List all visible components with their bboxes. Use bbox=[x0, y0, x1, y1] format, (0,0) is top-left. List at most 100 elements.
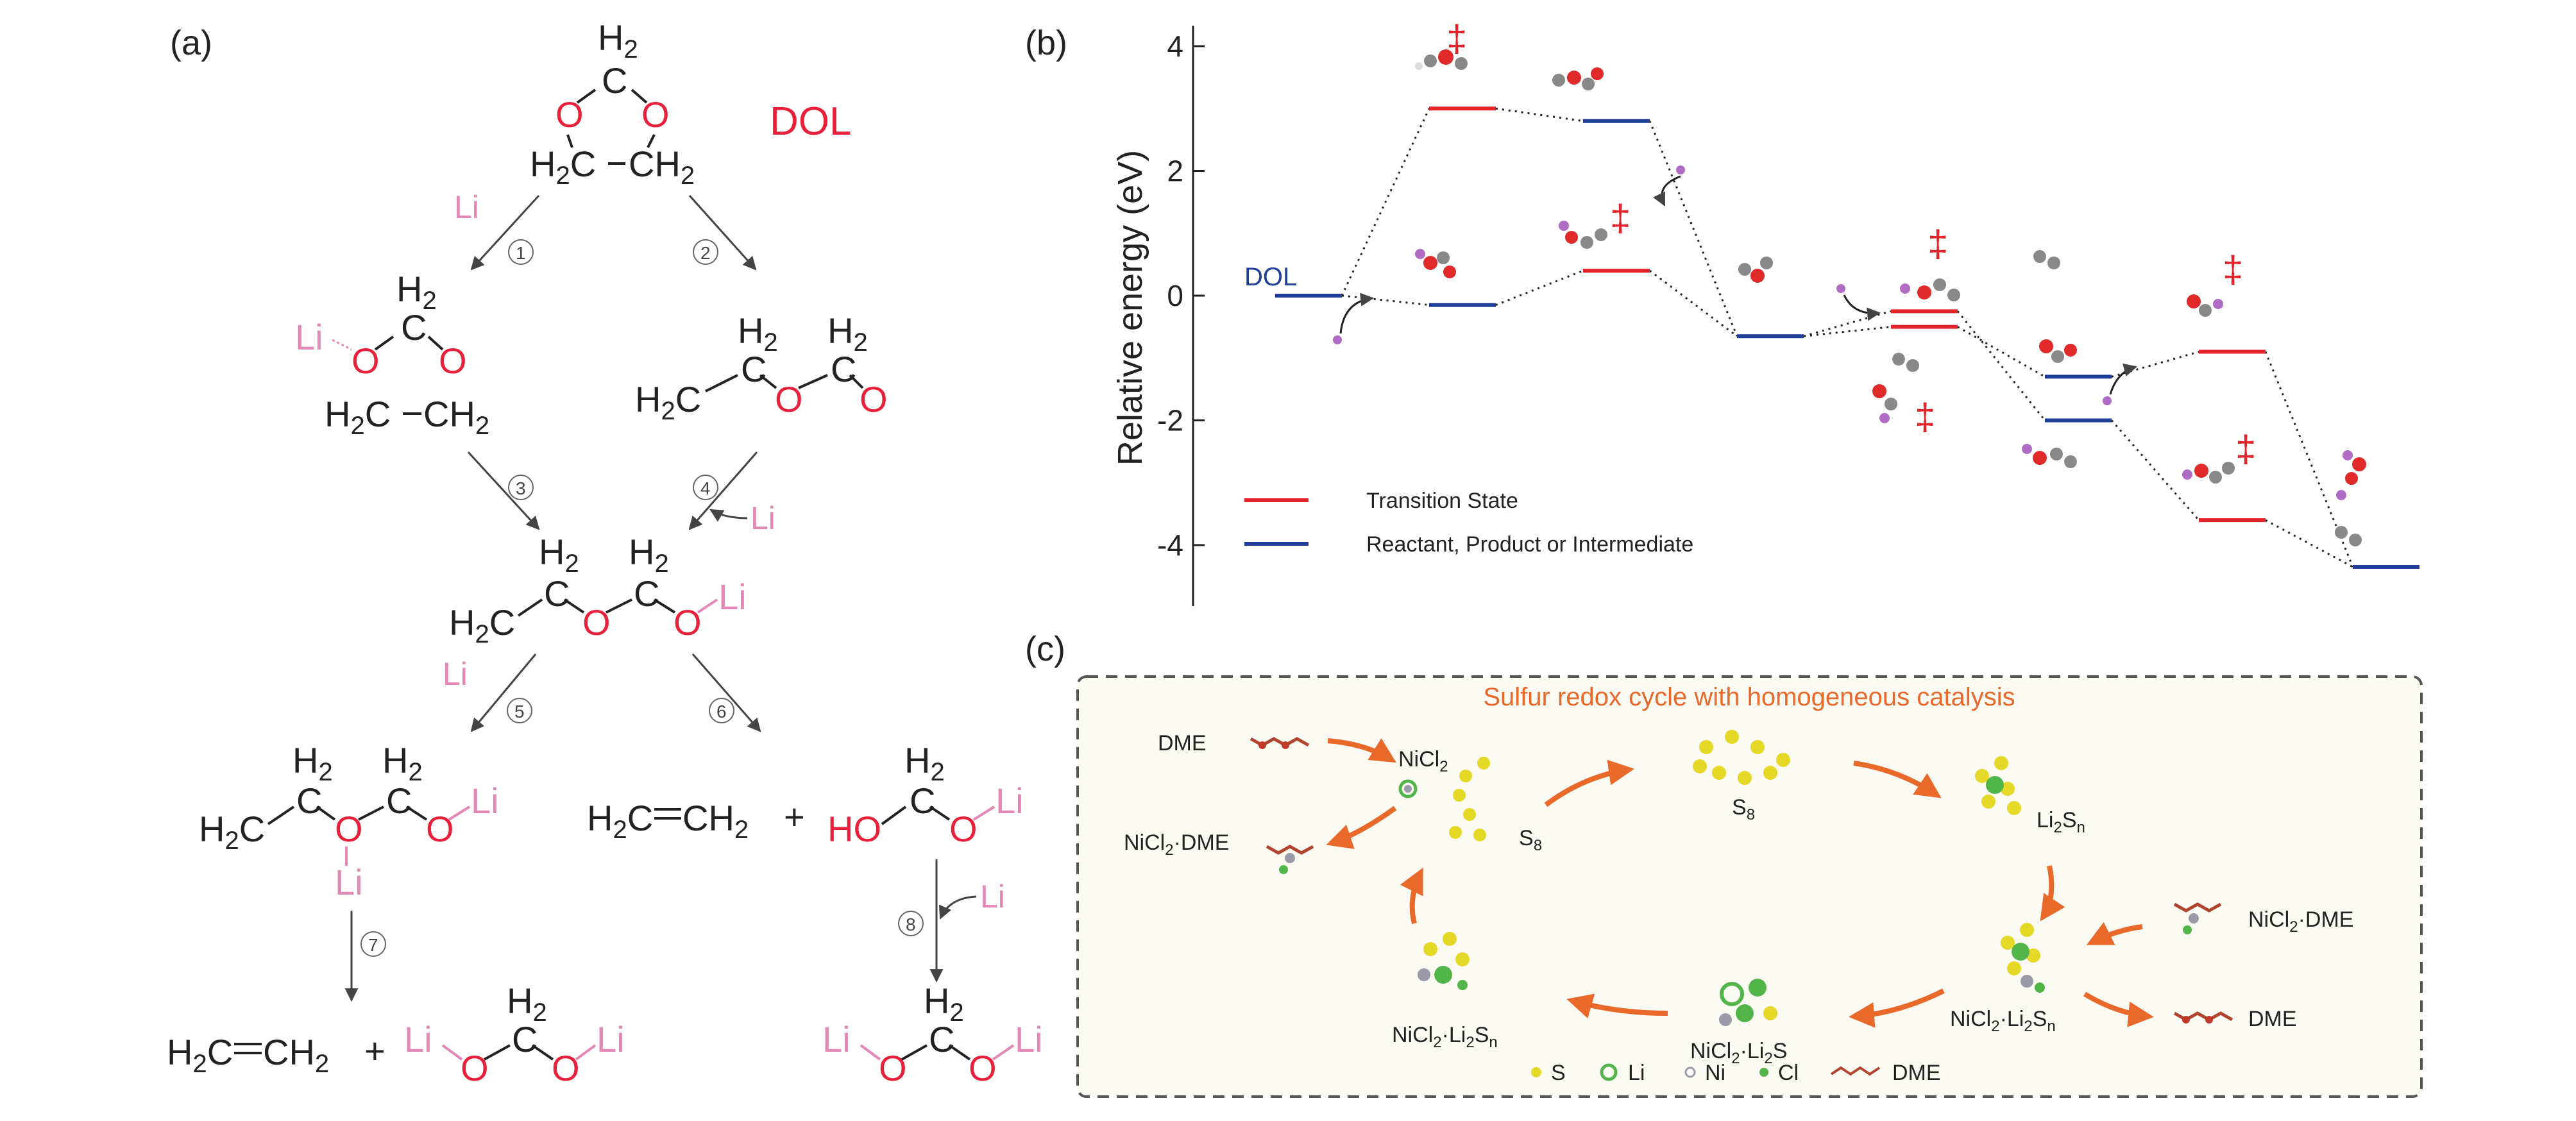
svg-text:C: C bbox=[401, 307, 427, 348]
label-nicl2: NiCl2 bbox=[1398, 747, 1448, 775]
svg-text:O: O bbox=[775, 379, 803, 419]
y-axis-label: Relative energy (eV) bbox=[1111, 150, 1149, 466]
panel-b-energy-profile: (b) Relative energy (eV) 420-2-4 DOL bbox=[1025, 18, 2419, 606]
svg-text:Li: Li bbox=[996, 780, 1024, 821]
transition-state-daggers: ‡ ‡ ‡ ‡ ‡ ‡ bbox=[1446, 18, 2256, 470]
svg-text:Li: Li bbox=[404, 1019, 432, 1059]
dagger-1: ‡ bbox=[1446, 18, 1467, 60]
dol-label: DOL bbox=[770, 99, 851, 144]
panel-c-sulfur-cycle: (c) Sulfur redox cycle with homogeneous … bbox=[1025, 630, 2423, 1098]
legend-ni: Ni bbox=[1705, 1061, 1725, 1085]
cycle-arrows bbox=[1326, 738, 2154, 1028]
svg-text:H2: H2 bbox=[539, 532, 579, 578]
level-connector bbox=[1341, 108, 1430, 296]
legend-cl: Cl bbox=[1778, 1061, 1799, 1085]
legend-intermediate: Reactant, Product or Intermediate bbox=[1366, 532, 1693, 557]
label-nicl2-li2s: NiCl2·Li2S bbox=[1690, 1039, 1787, 1067]
ring-opened-intermediate: H2 H2 H2C C O C O bbox=[635, 310, 888, 425]
level-connector bbox=[2110, 419, 2200, 521]
svg-text:H2C: H2C bbox=[449, 602, 515, 648]
legend-s: S bbox=[1551, 1061, 1566, 1085]
dagger-3: ‡ bbox=[1928, 223, 1948, 265]
svg-text:Li: Li bbox=[295, 317, 323, 357]
dagger-5: ‡ bbox=[2223, 249, 2243, 291]
svg-text:H2C: H2C bbox=[587, 798, 653, 844]
cycle-box bbox=[1076, 675, 2423, 1098]
svg-text:C: C bbox=[602, 60, 627, 101]
step-3: 3 bbox=[516, 478, 526, 498]
y-tick-label: 2 bbox=[1167, 155, 1183, 188]
energy-levels bbox=[1275, 106, 2419, 569]
svg-text:O: O bbox=[439, 341, 467, 381]
dagger-6: ‡ bbox=[2235, 428, 2256, 470]
label-nicl2-dme-left: NiCl2·DME bbox=[1124, 830, 1229, 859]
svg-text:C: C bbox=[544, 573, 570, 614]
level-connector bbox=[1495, 107, 1584, 122]
svg-text:HO: HO bbox=[827, 809, 881, 849]
li-alkoxide-intermediate: H2 H2 H2C C O C O Li bbox=[449, 532, 747, 648]
svg-text:Li: Li bbox=[335, 862, 363, 902]
cycle-labels: DME NiCl2 S8 NiCl2·DME S8 Li2Sn NiCl2·DM… bbox=[1124, 731, 2353, 1067]
step-6: 6 bbox=[716, 702, 727, 721]
svg-text:O: O bbox=[674, 602, 702, 643]
svg-text:H2: H2 bbox=[598, 17, 638, 63]
panel-a-reaction-scheme: (a) DOL H2 C O O H2C CH2 Li 1 2 H2 C bbox=[167, 17, 1043, 1088]
level-connector bbox=[1957, 326, 2046, 378]
svg-text:Li: Li bbox=[597, 1019, 625, 1059]
plus-2: + bbox=[364, 1031, 386, 1071]
svg-text:O: O bbox=[879, 1048, 907, 1088]
step-1: 1 bbox=[516, 243, 526, 263]
li-reagent-4: Li bbox=[750, 500, 775, 536]
svg-text:CH2: CH2 bbox=[263, 1032, 329, 1078]
svg-text:O: O bbox=[461, 1048, 489, 1088]
y-tick-label: -4 bbox=[1157, 528, 1183, 562]
step-8: 8 bbox=[906, 914, 916, 934]
svg-text:C: C bbox=[910, 780, 935, 821]
li-reagent-5: Li bbox=[443, 656, 468, 692]
label-dme-right: DME bbox=[2248, 1007, 2297, 1031]
level-connector bbox=[1495, 269, 1584, 306]
dol-molecule: H2 C O O H2C CH2 bbox=[530, 17, 695, 190]
svg-text:O: O bbox=[582, 602, 611, 643]
legend-transition-state: Transition State bbox=[1366, 489, 1518, 513]
svg-text:CH2: CH2 bbox=[423, 394, 489, 440]
y-tick-label: -2 bbox=[1157, 404, 1183, 437]
label-li2sn: Li2Sn bbox=[2037, 808, 2085, 836]
dilithiated-species: H2 H2 H2C C O C O Li Li bbox=[199, 740, 499, 902]
svg-text:H2: H2 bbox=[904, 740, 945, 786]
legend-li: Li bbox=[1628, 1061, 1645, 1085]
level-connector bbox=[1648, 121, 1738, 337]
step-5: 5 bbox=[514, 702, 525, 721]
step-7: 7 bbox=[368, 935, 378, 955]
legend-dme: DME bbox=[1892, 1061, 1941, 1085]
dagger-4: ‡ bbox=[1915, 396, 1935, 438]
svg-text:C: C bbox=[929, 1019, 954, 1059]
svg-text:O: O bbox=[426, 809, 454, 849]
label-dme-top: DME bbox=[1158, 731, 1207, 755]
label-nicl2-dme-right: NiCl2·DME bbox=[2248, 907, 2353, 936]
svg-text:H2: H2 bbox=[827, 310, 868, 357]
li-reagent-8: Li bbox=[980, 879, 1005, 914]
svg-text:H2: H2 bbox=[629, 532, 669, 578]
svg-text:H2C: H2C bbox=[635, 379, 701, 425]
atom-legend: S Li Ni Cl DME bbox=[1531, 1061, 1941, 1085]
dilithium-methylene-dioxide: H2 Li O C O Li bbox=[822, 981, 1043, 1088]
svg-text:O: O bbox=[335, 809, 363, 849]
svg-text:C: C bbox=[512, 1019, 538, 1059]
svg-text:O: O bbox=[860, 379, 888, 419]
ethylene-plus-dilithium-product: H2C CH2 + H2 Li O C O Li bbox=[167, 981, 625, 1088]
svg-text:CH2: CH2 bbox=[629, 144, 695, 190]
plus-1: + bbox=[784, 796, 805, 837]
svg-text:H2C: H2C bbox=[167, 1032, 233, 1078]
svg-text:Li: Li bbox=[718, 577, 747, 617]
ethylene-plus-hydroxy-product: H2C CH2 + H2 HO C O Li bbox=[587, 740, 1024, 849]
li-reagent-1: Li bbox=[454, 189, 479, 225]
svg-text:C: C bbox=[386, 780, 412, 821]
svg-text:H2: H2 bbox=[292, 740, 333, 786]
svg-text:C: C bbox=[634, 573, 659, 614]
svg-text:H2: H2 bbox=[382, 740, 423, 786]
chart-legend: Transition State Reactant, Product or In… bbox=[1244, 489, 1693, 557]
svg-text:C: C bbox=[831, 349, 856, 389]
svg-text:C: C bbox=[741, 349, 767, 389]
svg-text:Li: Li bbox=[1015, 1019, 1043, 1059]
